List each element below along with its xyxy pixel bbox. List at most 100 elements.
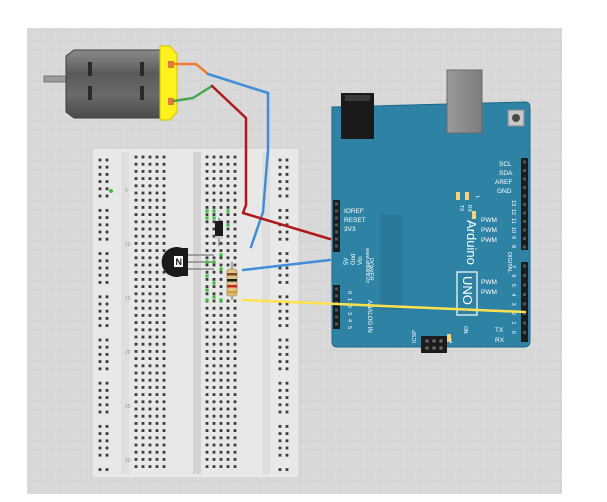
breadboard-hole	[148, 249, 152, 252]
breadboard-hole	[134, 314, 138, 317]
header-hole	[335, 230, 338, 234]
breadboard-hole	[219, 378, 223, 382]
breadboard-hole	[233, 213, 237, 216]
breadboard-hole	[105, 194, 109, 198]
icsp-holes	[425, 339, 443, 350]
breadboard-hole	[98, 252, 102, 255]
breadboard-hole	[162, 285, 166, 288]
breadboard-hole	[205, 220, 209, 224]
breadboard-hole	[233, 227, 237, 231]
breadboard-hole	[155, 371, 159, 375]
breadboard-hole	[219, 263, 223, 267]
breadboard-hole	[141, 364, 145, 368]
breadboard-hole	[226, 357, 230, 360]
breadboard-hole	[134, 278, 138, 281]
breadboard-hole	[226, 155, 230, 159]
breadboard-hole	[162, 335, 166, 339]
breadboard-hole	[205, 184, 209, 188]
breadboard-hole	[219, 285, 223, 288]
breadboard-hole	[148, 350, 152, 353]
breadboard-hole	[226, 162, 230, 166]
breadboard-hole	[134, 242, 138, 245]
breadboard-hole	[148, 256, 152, 260]
breadboard-hole	[219, 198, 223, 202]
header-hole	[523, 160, 526, 164]
breadboard-hole	[155, 184, 159, 188]
breadboard-hole	[134, 429, 138, 432]
breadboard-hole	[205, 270, 209, 274]
breadboard-hole	[219, 155, 223, 159]
breadboard-hole	[105, 446, 109, 450]
breadboard-hole	[285, 295, 289, 299]
breadboard-hole	[141, 378, 145, 382]
breadboard-hole	[212, 206, 216, 209]
digital-pin-number: 8	[510, 245, 516, 248]
breadboard-hole	[155, 198, 159, 202]
pin-label-gnd: Gnd	[351, 254, 357, 265]
breadboard-hole	[141, 371, 145, 375]
breadboard-hole	[278, 187, 282, 191]
breadboard-hole	[205, 249, 209, 252]
breadboard-hole	[98, 302, 102, 306]
breadboard-hole	[285, 410, 289, 414]
breadboard-hole	[212, 191, 216, 195]
breadboard-hole	[226, 314, 230, 317]
breadboard-hole	[141, 227, 145, 231]
breadboard-hole	[278, 468, 282, 471]
breadboard-hole	[205, 357, 209, 360]
breadboard-hole	[148, 263, 152, 267]
breadboard-hole	[162, 342, 166, 346]
l-led-label: L	[474, 196, 480, 199]
breadboard-hole	[233, 170, 237, 173]
breadboard-hole	[98, 173, 102, 176]
breadboard-hole	[155, 213, 159, 216]
breadboard-hole	[148, 378, 152, 382]
breadboard-hole	[285, 223, 289, 227]
icsp-hole	[439, 346, 443, 350]
pwm-label-1: PWM	[481, 217, 497, 224]
breadboard-hole	[134, 378, 138, 382]
breadboard-hole	[226, 414, 230, 418]
connection-highlight	[226, 209, 230, 213]
breadboard-hole	[278, 230, 282, 234]
breadboard-hole	[162, 429, 166, 432]
breadboard-hole	[278, 403, 282, 407]
breadboard-hole	[212, 285, 216, 288]
breadboard-hole	[205, 177, 209, 180]
breadboard-hole	[212, 278, 216, 281]
resistor	[226, 262, 238, 300]
breadboard-hole	[134, 393, 138, 396]
breadboard-hole	[219, 342, 223, 346]
breadboard-hole	[105, 173, 109, 176]
breadboard-hole	[98, 396, 102, 399]
breadboard-hole	[141, 436, 145, 440]
breadboard-hole	[134, 458, 138, 461]
breadboard-hole	[226, 263, 230, 267]
breadboard-hole	[134, 400, 138, 404]
breadboard-hole	[162, 422, 166, 425]
breadboard-hole	[105, 453, 109, 457]
breadboard-hole	[155, 256, 159, 260]
breadboard-hole	[226, 234, 230, 238]
breadboard-hole	[98, 367, 102, 371]
breadboard-hole	[134, 335, 138, 339]
breadboard-hole	[98, 223, 102, 227]
breadboard-hole	[212, 400, 216, 404]
breadboard-hole	[148, 292, 152, 296]
breadboard-hole	[233, 191, 237, 195]
breadboard-hole	[219, 177, 223, 180]
breadboard-hole	[105, 410, 109, 414]
breadboard-hole	[98, 194, 102, 198]
motor-end-cap	[159, 45, 178, 121]
breadboard-hole	[233, 249, 237, 252]
breadboard-hole	[212, 234, 216, 238]
breadboard-hole	[98, 446, 102, 450]
breadboard-hole	[226, 249, 230, 252]
breadboard-hole	[162, 198, 166, 202]
breadboard-hole	[219, 429, 223, 432]
breadboard-hole	[162, 407, 166, 411]
breadboard-hole	[219, 357, 223, 360]
breadboard-hole	[134, 386, 138, 389]
wires	[172, 62, 527, 314]
breadboard-hole	[212, 429, 216, 432]
